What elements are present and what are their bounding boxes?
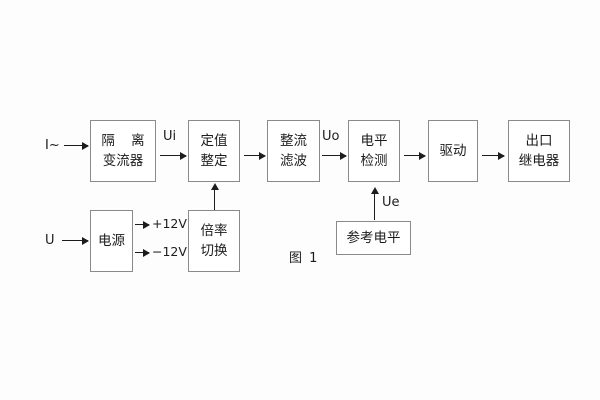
arrow-reference-to-level <box>370 187 379 220</box>
arrow-input-to-power <box>64 236 89 245</box>
signal-neg12-label: −12V <box>152 244 187 259</box>
arrow-power-pos12 <box>135 220 150 229</box>
block-rectify-filter: 整流 滤波 <box>267 120 320 182</box>
arrow-power-neg12 <box>135 248 150 257</box>
block-level-detect-line1: 电平 <box>360 132 388 149</box>
block-rectify-filter-line2: 滤波 <box>280 153 307 169</box>
signal-ue-label: Ue <box>382 195 400 210</box>
block-rectify-filter-line1: 整流 <box>280 132 307 149</box>
block-drive: 驱动 <box>428 120 478 182</box>
arrow-input-to-isolation <box>64 141 89 150</box>
figure-caption: 图 1 <box>289 251 319 266</box>
block-level-detect: 电平 检测 <box>348 120 400 182</box>
input-current-label: I~ <box>45 138 60 153</box>
arrow-setting-to-rectify <box>244 151 266 160</box>
block-setting-adjust-line2: 整定 <box>200 153 228 169</box>
signal-uo-label: Uo <box>322 129 340 144</box>
block-isolation-transformer-line1: 隔 离 <box>101 132 151 149</box>
block-reference-level: 参考电平 <box>336 221 411 255</box>
arrow-level-to-drive <box>404 151 426 160</box>
block-multiplier-switch-line1: 倍率 <box>200 222 228 239</box>
arrow-rectify-to-level <box>322 151 347 160</box>
block-setting-adjust-line1: 定值 <box>200 132 228 149</box>
block-isolation-transformer-line2: 变流器 <box>102 153 144 169</box>
block-output-relay-line1: 出口 <box>525 132 553 149</box>
block-power-supply: 电源 <box>90 210 133 272</box>
block-multiplier-switch: 倍率 切换 <box>188 210 240 272</box>
arrow-isolation-to-setting <box>160 151 187 160</box>
input-voltage-label: U <box>45 233 55 248</box>
block-setting-adjust: 定值 整定 <box>188 120 240 182</box>
signal-ui-label: Ui <box>163 129 177 144</box>
block-power-supply-line1: 电源 <box>98 232 125 249</box>
arrow-multiplier-to-setting <box>210 183 219 210</box>
block-reference-level-line1: 参考电平 <box>346 229 401 246</box>
block-level-detect-line2: 检测 <box>360 153 388 169</box>
signal-pos12-label: +12V <box>152 216 187 231</box>
arrow-drive-to-relay <box>482 151 505 160</box>
block-multiplier-switch-line2: 切换 <box>200 243 228 259</box>
block-isolation-transformer: 隔 离 变流器 <box>90 120 156 182</box>
block-output-relay-line2: 继电器 <box>518 153 560 169</box>
block-drive-line1: 驱动 <box>439 142 467 159</box>
block-output-relay: 出口 继电器 <box>508 120 570 182</box>
